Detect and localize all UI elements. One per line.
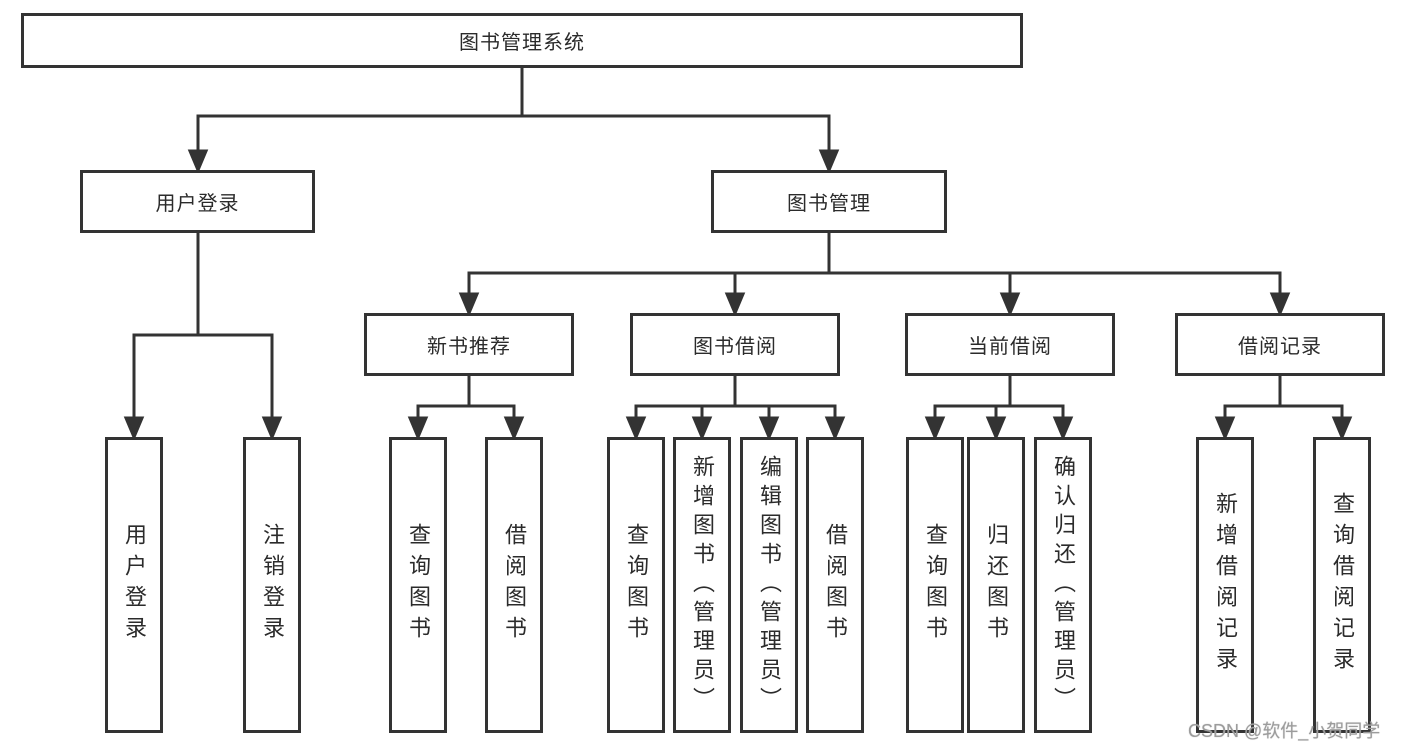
arrow-down-icon [458,292,480,317]
leaf-borrow-book: 借阅图书 [806,437,864,733]
leaf-add-borrow-record: 新增借阅记录 [1196,437,1254,733]
arrow-down-icon [1331,416,1353,441]
connector-borrow-record-to-leaves [1214,376,1353,441]
leaf-label: 新增借阅记录 [1213,492,1238,678]
leaf-label: 归还图书 [984,523,1009,647]
connector-new-book-recommend-to-leaves [407,376,525,441]
leaf-label: 编辑图书（管理员） [757,454,782,716]
arrow-down-icon [724,292,746,317]
leaf-label: 借阅图书 [502,523,527,647]
node-root: 图书管理系统 [21,13,1023,68]
arrow-down-icon [625,416,647,441]
arrow-down-icon [924,416,946,441]
leaf-return-book: 归还图书 [967,437,1025,733]
leaf-label: 注销登录 [260,523,285,647]
leaf-borrow-book-recommend: 借阅图书 [485,437,543,733]
arrow-down-icon [407,416,429,441]
arrow-down-icon [1269,292,1291,317]
arrow-down-icon [985,416,1007,441]
leaf-label: 借阅图书 [823,523,848,647]
arrow-down-icon [818,149,840,174]
arrow-down-icon [1052,416,1074,441]
node-book-borrow: 图书借阅 [630,313,840,376]
csdn-watermark: CSDN @软件_小贺同学 [1188,721,1381,741]
node-user-login: 用户登录 [80,170,315,233]
arrow-down-icon [187,149,209,174]
leaf-user-login: 用户登录 [105,437,163,733]
node-current-borrow: 当前借阅 [905,313,1115,376]
leaf-confirm-return-admin: 确认归还（管理员） [1034,437,1092,733]
arrow-down-icon [1214,416,1236,441]
connector-user-login-to-leaves [123,233,283,441]
leaf-add-book-admin: 新增图书（管理员） [673,437,731,733]
connector-current-borrow-to-leaves [924,376,1074,441]
node-borrow-record: 借阅记录 [1175,313,1385,376]
arrow-down-icon [691,416,713,441]
arrow-down-icon [999,292,1021,317]
leaf-query-book-borrow: 查询图书 [607,437,665,733]
leaf-query-borrow-record: 查询借阅记录 [1313,437,1371,733]
connector-book-borrow-to-leaves [625,376,846,441]
leaf-label: 新增图书（管理员） [690,454,715,716]
arrow-down-icon [261,416,283,441]
leaf-label: 查询图书 [624,523,649,647]
arrow-down-icon [758,416,780,441]
arrow-down-icon [503,416,525,441]
leaf-label: 查询图书 [406,523,431,647]
leaf-label: 用户登录 [122,523,147,647]
leaf-label: 查询借阅记录 [1330,492,1355,678]
leaf-label: 确认归还（管理员） [1051,454,1076,716]
leaf-query-book-current: 查询图书 [906,437,964,733]
arrow-down-icon [123,416,145,441]
leaf-edit-book-admin: 编辑图书（管理员） [740,437,798,733]
connector-book-manage-to-level3 [458,233,1291,317]
node-new-book-recommend: 新书推荐 [364,313,574,376]
arrow-down-icon [824,416,846,441]
leaf-label: 查询图书 [923,523,948,647]
connector-root-to-level2 [187,68,840,174]
leaf-query-book-recommend: 查询图书 [389,437,447,733]
node-book-manage: 图书管理 [711,170,947,233]
leaf-logout: 注销登录 [243,437,301,733]
